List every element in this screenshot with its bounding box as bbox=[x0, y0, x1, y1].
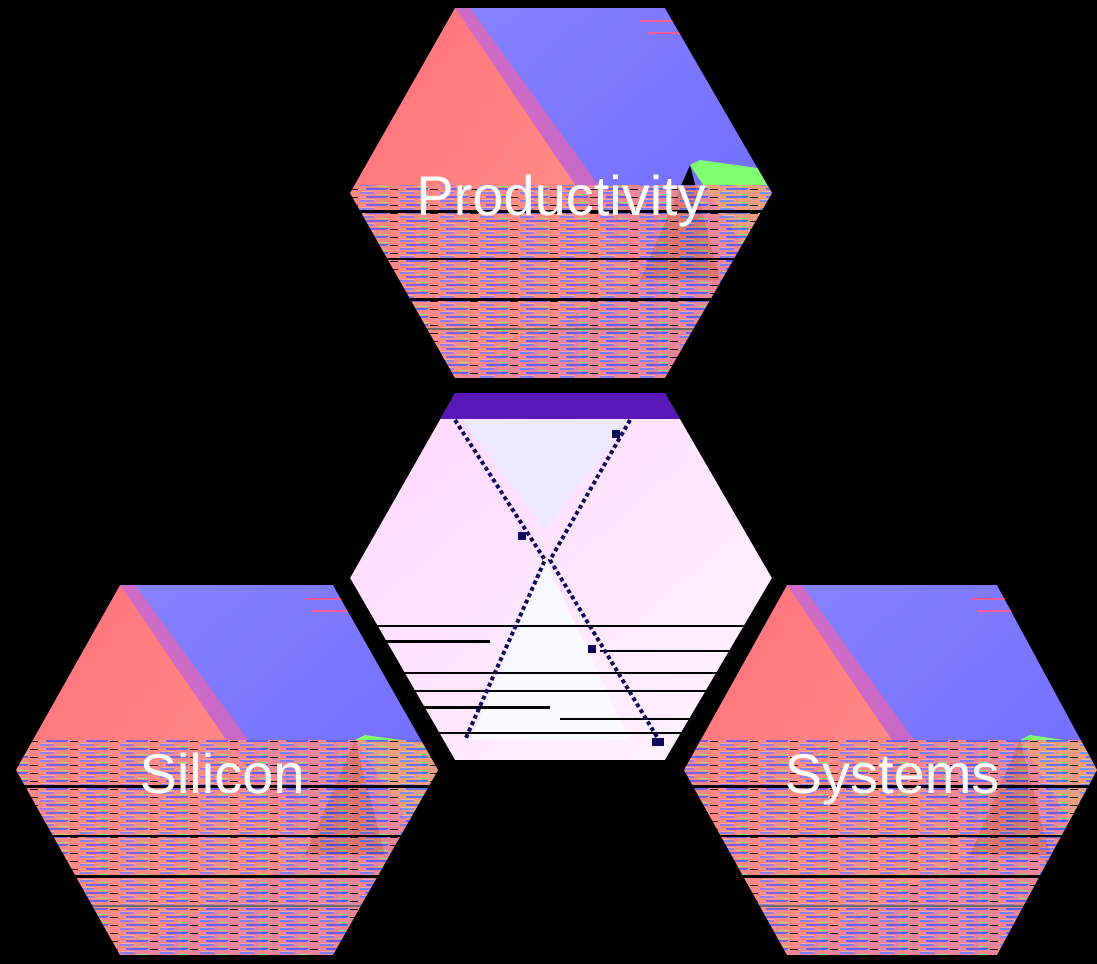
node-systems: Systems bbox=[684, 585, 1097, 955]
node-label-systems: Systems bbox=[785, 742, 1000, 805]
node-silicon: Silicon bbox=[16, 585, 438, 955]
hourglass-icon bbox=[453, 418, 664, 746]
node-label-productivity: Productivity bbox=[416, 164, 705, 227]
node-label-silicon: Silicon bbox=[140, 742, 305, 805]
node-center bbox=[350, 393, 772, 760]
node-productivity: Productivity bbox=[350, 8, 772, 378]
